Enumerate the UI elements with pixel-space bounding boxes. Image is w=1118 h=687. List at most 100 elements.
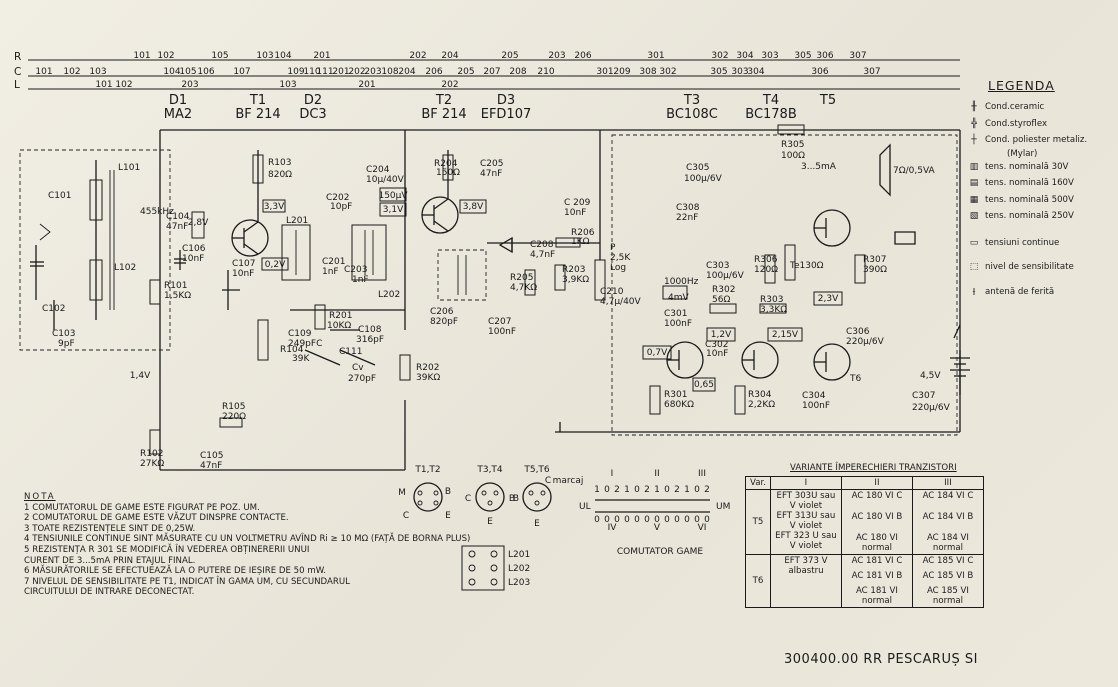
switch-title: COMUTATOR GAME bbox=[617, 547, 704, 557]
pinout-pin: C bbox=[545, 476, 551, 486]
switch-position: UM bbox=[716, 502, 730, 512]
bus-ref-r: 305 bbox=[794, 51, 811, 61]
bus-ref-r: 301 bbox=[647, 51, 664, 61]
switch-contact-top: 1 bbox=[624, 485, 630, 495]
component-label: C102 bbox=[42, 304, 65, 314]
legend-160v: ▤tens. nominală 160V bbox=[963, 175, 1113, 192]
resistor-r204 bbox=[442, 154, 454, 181]
component-label: R102 bbox=[140, 449, 163, 459]
component-label: 4mV bbox=[668, 293, 689, 303]
variant-cell: AC 184 VI C AC 184 VI B AC 184 VI normal bbox=[911, 489, 984, 555]
legend-ferrite: ⫲antenă de ferită bbox=[963, 284, 1113, 301]
resistor-r201 bbox=[314, 304, 326, 330]
bus-ref-r: 206 bbox=[574, 51, 591, 61]
bus-ref-c: 106 bbox=[197, 67, 214, 77]
legend-dc-voltage: ▭tensiuni continue bbox=[963, 235, 1113, 252]
speaker-output-icon bbox=[894, 231, 916, 245]
resistor-r102 bbox=[149, 429, 161, 455]
resistor-r105 bbox=[219, 417, 243, 428]
styroflex-cap-icon: ╬ bbox=[971, 118, 977, 129]
pinout-t3t4 bbox=[475, 482, 505, 512]
bus-ref-c: 107 bbox=[233, 67, 250, 77]
component-label: 220µ/6V bbox=[912, 403, 951, 413]
voltage-label: 1,4V bbox=[130, 371, 151, 381]
variant-cell: EFT 373 V albastru bbox=[769, 554, 842, 608]
sensitivity-box-icon: ⬚ bbox=[969, 262, 979, 273]
antenna-input-section bbox=[19, 149, 171, 351]
bus-ref-c: 306 bbox=[811, 67, 828, 77]
legend-30v: ▥tens. nominală 30V bbox=[963, 159, 1113, 176]
component-label: 22nF bbox=[676, 213, 698, 223]
variant-header-i: I bbox=[769, 476, 842, 490]
bus-ref-c: 208 bbox=[509, 67, 526, 77]
component-label: 680KΩ bbox=[664, 400, 694, 410]
switch-contact-top: 0 bbox=[604, 485, 610, 495]
bus-ref-c: 305 bbox=[710, 67, 727, 77]
bus-ref-c: 202 bbox=[348, 67, 365, 77]
component-label: P bbox=[610, 243, 616, 253]
note-4: 4 TENSIUNILE CONTINUE SINT MĂSURATE CU U… bbox=[24, 534, 471, 545]
bus-ref-c: 205 bbox=[457, 67, 474, 77]
polyester-cap-icon: ┼ bbox=[971, 135, 977, 146]
component-label: 100µ/6V bbox=[706, 271, 745, 281]
legend: LEGENDA ╫Cond.ceramic ╬Cond.styroflex ┼C… bbox=[963, 78, 1113, 300]
coil-l202 bbox=[351, 224, 387, 281]
switch-contact-top: 0 bbox=[664, 485, 670, 495]
component-label: 10pF bbox=[330, 202, 352, 212]
bus-label-r: R bbox=[14, 51, 21, 63]
bus-ref-r: 306 bbox=[816, 51, 833, 61]
variant-table-title: VARIANTE ÎMPERECHIERI TRANZISTORI bbox=[790, 463, 957, 473]
switch-column: I bbox=[611, 469, 614, 479]
component-label: C 209 bbox=[564, 198, 591, 208]
component-label: Cv bbox=[352, 363, 364, 373]
component-label: R304 bbox=[748, 390, 772, 400]
component-label: 1KΩ bbox=[571, 237, 590, 247]
component-label: R301 bbox=[664, 390, 687, 400]
bus-ref-c: 209 bbox=[613, 67, 630, 77]
note-5: 5 REZISTENȚA R 301 SE MODIFICĂ ÎN VEDERE… bbox=[24, 544, 310, 555]
cap-30v-icon: ▥ bbox=[969, 161, 979, 172]
switch-contact-bottom: 0 bbox=[654, 515, 660, 525]
stage-ref-t4: T4 bbox=[762, 93, 779, 108]
bus-ref-c: 303 bbox=[731, 67, 748, 77]
component-label: 47nF bbox=[480, 169, 502, 179]
component-label: C106 bbox=[182, 244, 206, 254]
bus-ref-c: 204 bbox=[398, 67, 415, 77]
pinout-pin: E bbox=[487, 517, 493, 527]
voltage-label: 3,1V bbox=[383, 205, 404, 215]
bus-ref-c: 104 bbox=[163, 67, 180, 77]
component-label: 56Ω bbox=[712, 295, 730, 305]
pinout-pin: C bbox=[403, 511, 409, 521]
component-label: R205 bbox=[510, 273, 533, 283]
bus-ref-c: 111 bbox=[316, 67, 333, 77]
coil-pin-label: L201 bbox=[508, 550, 530, 560]
switch-column: VI bbox=[698, 523, 707, 533]
legend-title: LEGENDA bbox=[988, 78, 1055, 93]
stage-ref-d1: D1 bbox=[169, 93, 187, 108]
component-label: 10nF bbox=[232, 269, 254, 279]
pinout-pin: B bbox=[445, 487, 451, 497]
bus-ref-c: 201 bbox=[332, 67, 349, 77]
pinout-t1t2 bbox=[413, 482, 443, 512]
switch-column: IV bbox=[608, 523, 618, 533]
switch-contact-bottom: 0 bbox=[684, 515, 690, 525]
pinout-pin: B bbox=[513, 494, 519, 504]
stage-ref-t3: T3 bbox=[683, 93, 700, 108]
switch-contact-top: 0 bbox=[634, 485, 640, 495]
component-label: R105 bbox=[222, 402, 245, 412]
pinout-pin: marcaj bbox=[553, 476, 584, 486]
pinout-pin: M bbox=[398, 488, 406, 498]
voltage-boxes bbox=[191, 187, 843, 392]
component-label: R303 bbox=[760, 295, 783, 305]
bus-ref-r: 307 bbox=[849, 51, 866, 61]
notes-title: NOTA bbox=[24, 492, 56, 502]
note-1: 1 COMUTATORUL DE GAME ESTE FIGURAT PE PO… bbox=[24, 502, 260, 513]
voltage-label: 2,3V bbox=[818, 294, 839, 304]
component-label: 100nF bbox=[488, 327, 516, 337]
component-label: 1000Hz bbox=[664, 277, 699, 287]
legend-sensitivity: ⬚nivel de sensibilitate bbox=[963, 259, 1113, 276]
note-7b: CIRCUITULUI DE INTRARE DECONECTAT. bbox=[24, 587, 195, 598]
stage-type-t3: BC108C bbox=[666, 107, 718, 122]
variant-header-row: Var. I II III bbox=[745, 476, 984, 490]
